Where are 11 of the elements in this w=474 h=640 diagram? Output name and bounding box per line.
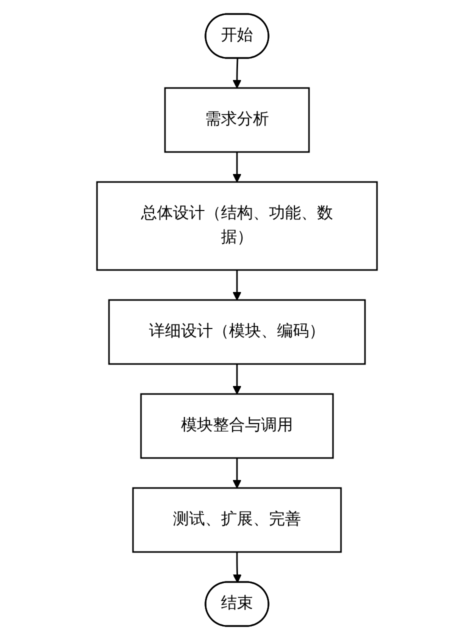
arrow — [232, 552, 242, 583]
arrow — [232, 270, 242, 300]
node-box: 测试、扩展、完善 — [132, 487, 342, 553]
arrow — [232, 458, 242, 488]
node-box: 详细设计（模块、编码） — [108, 299, 366, 365]
node-box: 模块整合与调用 — [140, 393, 334, 459]
arrow — [232, 152, 242, 182]
node-box: 总体设计（结构、功能、数据） — [96, 181, 378, 271]
arrow — [232, 58, 242, 88]
node-box: 需求分析 — [164, 87, 310, 153]
arrow — [232, 364, 242, 394]
